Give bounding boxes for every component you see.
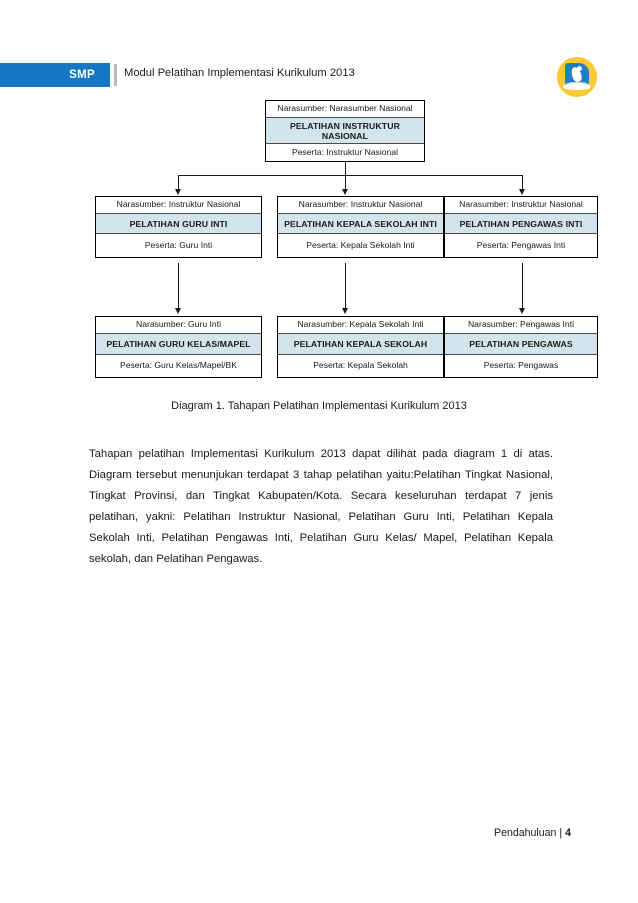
arrowhead-center [342, 189, 348, 195]
node-title: PELATIHAN PENGAWAS INTI [445, 214, 597, 234]
node-source: Narasumber: Guru Inti [96, 317, 261, 334]
arrowhead-left [175, 189, 181, 195]
header-badge-smp: SMP [0, 63, 110, 87]
header-title: Modul Pelatihan Implementasi Kurikulum 2… [124, 67, 355, 79]
header-divider [114, 64, 117, 86]
logo-page-shape [563, 82, 591, 90]
logo-head-shape [577, 66, 582, 71]
diagram-node-kepala-sekolah: Narasumber: Kepala Sekolah Inti PELATIHA… [277, 316, 444, 378]
connector-bus-horizontal [178, 175, 522, 176]
training-stages-diagram: Narasumber: Narasumber Nasional PELATIHA… [0, 0, 638, 400]
footer-section-label: Pendahuluan | [494, 827, 566, 839]
node-participants: Peserta: Pengawas [483, 360, 559, 371]
connector-branch-center [345, 175, 346, 190]
diagram-node-pengawas-inti: Narasumber: Instruktur Nasional PELATIHA… [444, 196, 598, 258]
connector-mid-to-bottom-center [345, 263, 346, 309]
node-title: PELATIHAN KEPALA SEKOLAH [278, 334, 443, 355]
node-title: PELATIHAN PENGAWAS [445, 334, 597, 355]
diagram-node-guru-inti: Narasumber: Instruktur Nasional PELATIHA… [95, 196, 262, 258]
node-title: PELATIHAN GURU INTI [96, 214, 261, 234]
node-source: Narasumber: Instruktur Nasional [278, 197, 443, 214]
arrowhead-right [519, 189, 525, 195]
node-source: Narasumber: Instruktur Nasional [96, 197, 261, 214]
node-title: PELATIHAN KEPALA SEKOLAH INTI [278, 214, 443, 234]
kurikulum-2013-logo-icon [557, 57, 597, 97]
connector-branch-left [178, 175, 179, 190]
page-footer: Pendahuluan | 4 [494, 827, 571, 839]
node-title: PELATIHAN GURU KELAS/MAPEL [96, 334, 261, 355]
diagram-node-kepala-sekolah-inti: Narasumber: Instruktur Nasional PELATIHA… [277, 196, 444, 258]
diagram-node-instruktur-nasional: Narasumber: Narasumber Nasional PELATIHA… [265, 100, 425, 162]
node-participants: Peserta: Pengawas Inti [476, 239, 566, 250]
connector-trunk-vertical [345, 161, 346, 175]
footer-page-number: 4 [565, 827, 571, 839]
node-source: Narasumber: Kepala Sekolah Inti [278, 317, 443, 334]
node-participants: Peserta: Guru Kelas/Mapel/BK [119, 360, 238, 371]
arrowhead-bottom-center [342, 308, 348, 314]
diagram-caption: Diagram 1. Tahapan Pelatihan Implementas… [171, 400, 467, 412]
arrowhead-bottom-right [519, 308, 525, 314]
connector-branch-right [522, 175, 523, 190]
arrowhead-bottom-left [175, 308, 181, 314]
node-source: Narasumber: Instruktur Nasional [445, 197, 597, 214]
node-participants: Peserta: Instruktur Nasional [291, 146, 399, 157]
node-source: Narasumber: Narasumber Nasional [266, 101, 424, 118]
connector-mid-to-bottom-right [522, 263, 523, 309]
node-source: Narasumber: Pengawas Inti [445, 317, 597, 334]
diagram-node-pengawas: Narasumber: Pengawas Inti PELATIHAN PENG… [444, 316, 598, 378]
node-title: PELATIHAN INSTRUKTUR NASIONAL [266, 118, 424, 144]
diagram-node-guru-kelas-mapel: Narasumber: Guru Inti PELATIHAN GURU KEL… [95, 316, 262, 378]
node-participants: Peserta: Kepala Sekolah [313, 360, 408, 371]
connector-mid-to-bottom-left [178, 263, 179, 309]
body-paragraph: Tahapan pelatihan Implementasi Kurikulum… [89, 448, 553, 565]
node-participants: Peserta: Guru Inti [144, 239, 213, 250]
page-header: SMP Modul Pelatihan Implementasi Kurikul… [0, 63, 638, 87]
node-participants: Peserta: Kepala Sekolah Inti [306, 239, 415, 250]
